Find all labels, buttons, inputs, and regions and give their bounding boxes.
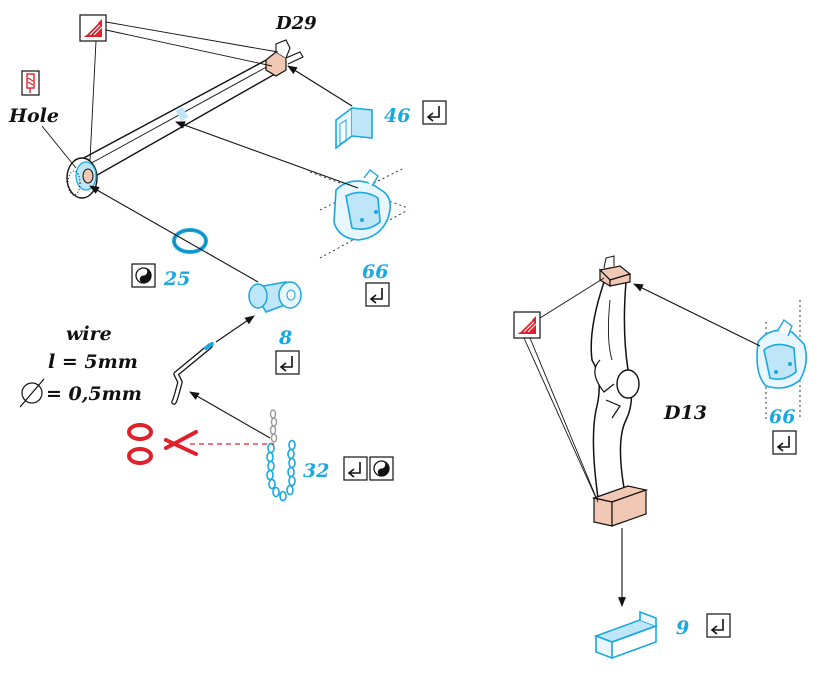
fold-return-icon [772,430,797,455]
arrow-wire-to-8 [215,315,255,343]
fold-return-icon [343,456,368,481]
part-25-ring [172,228,208,254]
yin-yang-paint-icon [131,263,156,288]
hole-label: Hole [8,105,59,127]
wire-title: wire [66,323,112,345]
axle-rod [78,57,284,179]
part-46-bracket [335,106,373,150]
part-number-9: 9 [676,617,689,639]
fold-return-icon [275,350,300,375]
glue-leader-line [105,29,273,67]
part-number-66-right: 66 [769,406,795,428]
fold-return-icon [422,100,447,125]
part-66-clip-top [333,169,392,241]
glue-icon [513,311,541,339]
arrow-66-to-arm [633,283,761,347]
part-number-32: 32 [303,460,329,482]
part-number-66-top: 66 [362,261,388,283]
arrow-66-to-axle [175,121,359,189]
part-66-clip-right [756,318,808,389]
part-number-46: 46 [384,105,410,127]
d13-label: D13 [663,402,707,424]
part-32-chain [266,409,296,502]
fold-return-icon [365,282,390,307]
part-number-8: 8 [278,327,292,349]
scissors-icon [127,423,198,465]
arm-top-block [598,255,632,288]
part-8-sleeve [248,281,302,313]
arm-d13 [590,281,640,500]
fold-return-icon [706,613,731,638]
diameter-icon [19,378,45,408]
axle-end-block [265,39,304,77]
glue-leader-line [105,21,279,53]
part-9-channel [593,610,659,660]
arrow-8-to-hub [89,185,259,283]
glue-leader-line [89,40,97,161]
glue-leader-line [523,337,597,499]
d29-label: D29 [275,13,317,34]
part-number-25: 25 [163,268,190,290]
drill-icon [21,70,40,96]
arm-bottom-block [591,485,649,527]
wire-diameter: = 0,5mm [46,383,142,405]
glue-leader-line [539,277,605,319]
glue-leader-line [529,337,599,503]
arrow-46-to-axle [287,65,353,107]
wire-pin [171,342,214,405]
glue-icon [79,14,107,42]
wire-length: l = 5mm [48,351,138,373]
hole-leader-line [41,125,77,169]
yin-yang-paint-icon [369,456,394,481]
axle-wheel-hub [66,157,98,199]
arrow-chain-to-wire [189,391,271,439]
